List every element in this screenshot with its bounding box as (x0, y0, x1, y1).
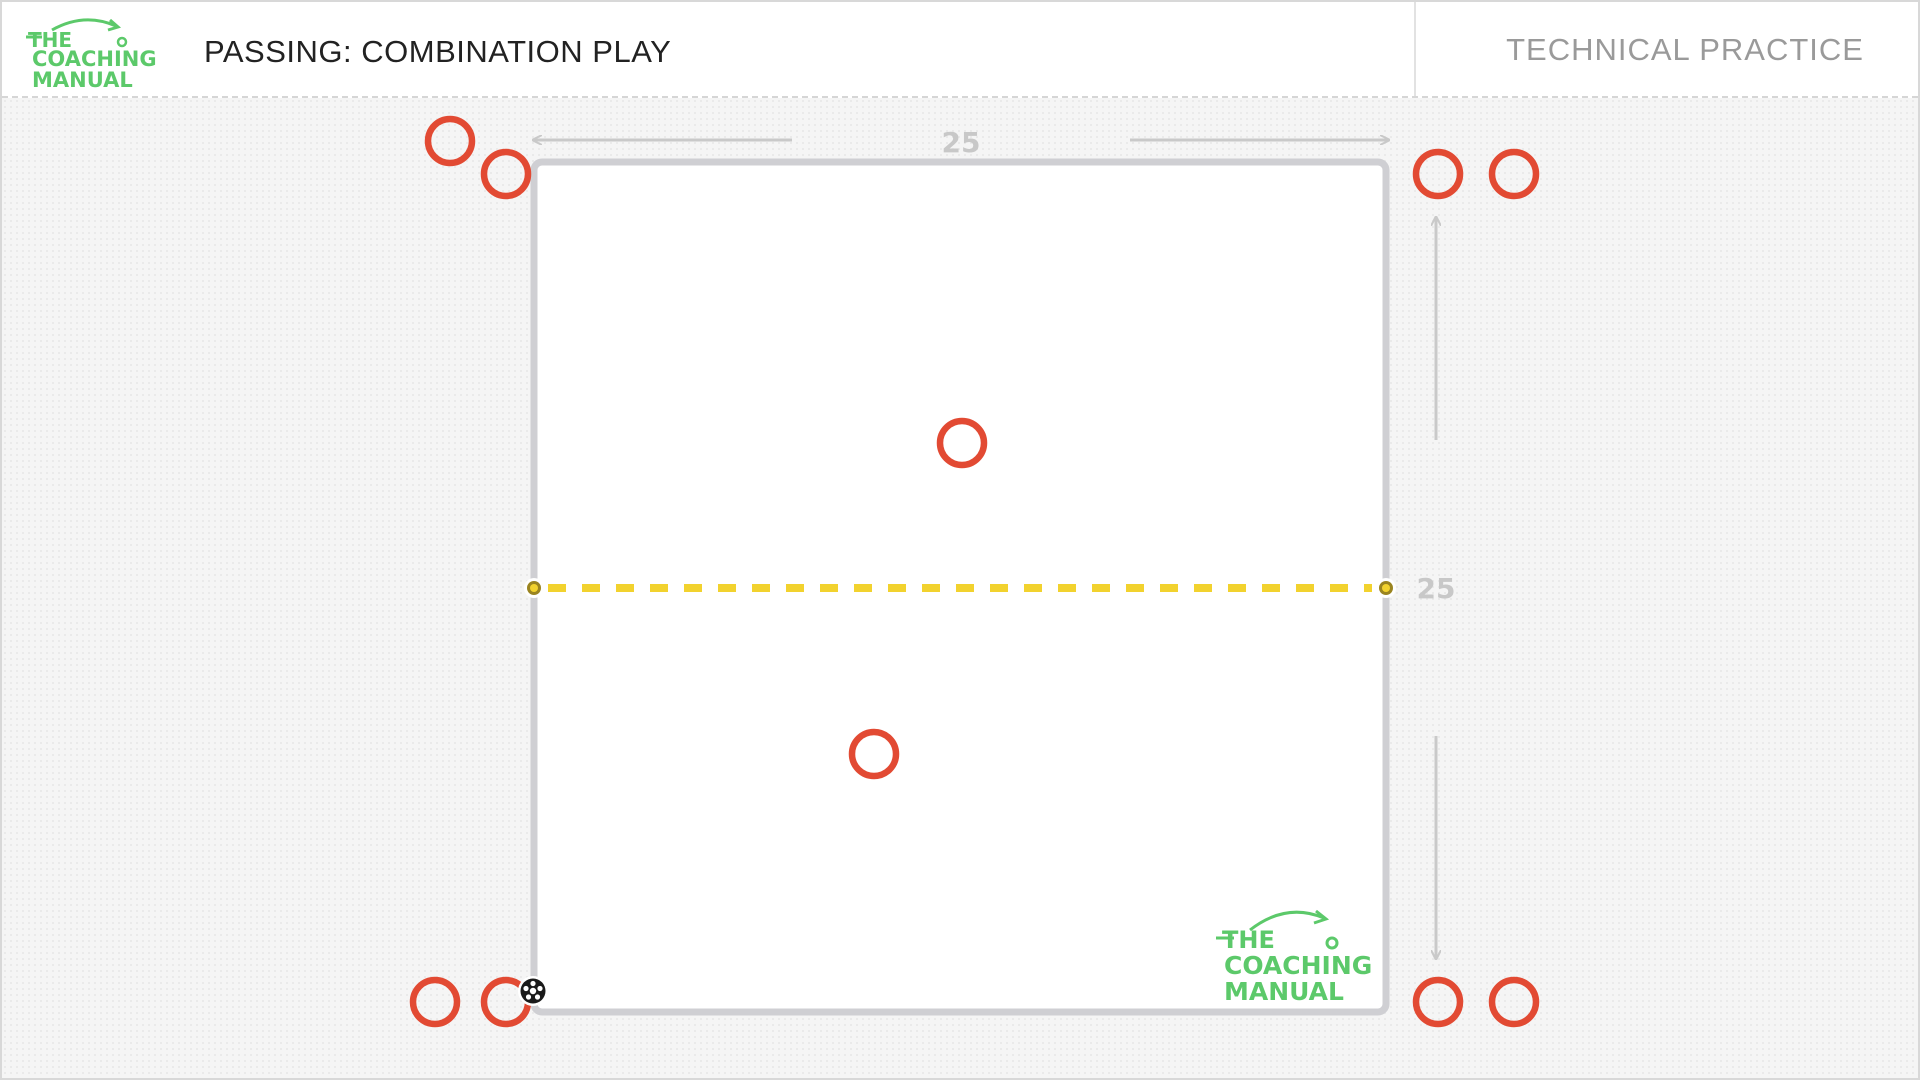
player-marker (1412, 148, 1464, 200)
logo-line-2: COACHING (32, 47, 157, 71)
coaching-manual-logo: THE COACHING MANUAL (24, 12, 164, 92)
player-marker (1488, 148, 1540, 200)
header-divider (1414, 2, 1416, 96)
logo-line-3: MANUAL (32, 68, 133, 92)
page-title: PASSING: COMBINATION PLAY (204, 34, 672, 69)
soccer-ball-icon (518, 976, 548, 1006)
length-label: 25 (1417, 572, 1456, 605)
player-marker (936, 417, 988, 469)
watermark-line-1: THE (1222, 926, 1275, 954)
player-marker (409, 976, 461, 1028)
logo-arrow-icon (26, 18, 128, 48)
watermark-line-3: MANUAL (1224, 977, 1344, 1006)
logo-line-1: THE (28, 28, 73, 52)
practice-category: TECHNICAL PRACTICE (1506, 32, 1864, 67)
player-marker (424, 115, 476, 167)
cone-right (1376, 578, 1396, 598)
width-label: 25 (942, 126, 981, 159)
player-marker (480, 148, 532, 200)
player-marker (848, 728, 900, 780)
header-bar: THE COACHING MANUAL PASSING: COMBINATION… (2, 2, 1918, 98)
cone-left (524, 578, 544, 598)
watermark-line-2: COACHING (1224, 951, 1372, 980)
player-marker (1488, 976, 1540, 1028)
watermark-logo: THE COACHING MANUAL (1216, 909, 1372, 1006)
player-marker (1412, 976, 1464, 1028)
